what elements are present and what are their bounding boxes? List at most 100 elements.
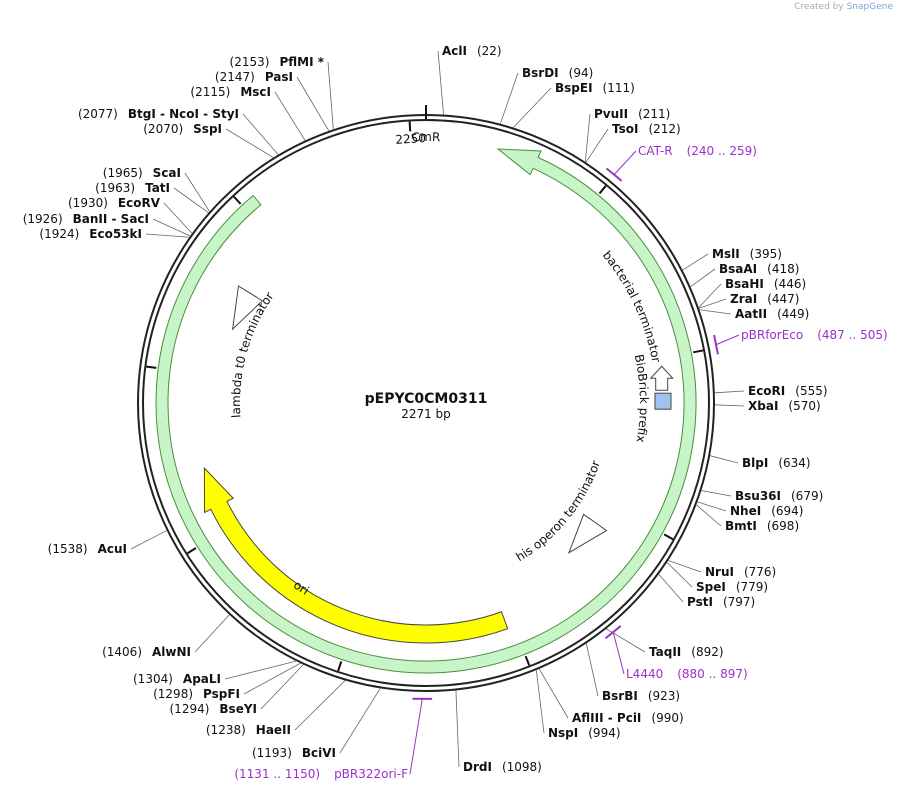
site-spei[interactable]: SpeI(779) [666, 562, 768, 594]
site-acli[interactable]: AclI(22) [437, 44, 502, 115]
tick-mark [233, 195, 242, 205]
site-leader [194, 614, 230, 653]
site-position: (994) [588, 726, 620, 740]
site-name: BtgI - NcoI - StyI [128, 107, 239, 121]
site-label: (1406)AlwNI [102, 645, 191, 659]
primer-range: (240 .. 259) [687, 144, 757, 158]
site-pasi[interactable]: (2147)PasI [215, 70, 330, 132]
site-name: XbaI [748, 399, 778, 413]
site-tati[interactable]: (1963)TatI [95, 181, 209, 214]
feature-label: CmR [411, 130, 440, 144]
site-apali[interactable]: (1304)ApaLI [133, 660, 297, 686]
primer-label[interactable]: pBRforEco(487 .. 505) [741, 328, 888, 342]
watermark-brand: SnapGene [846, 2, 893, 12]
restriction-sites: AclI(22) BsrDI(94)BspEI(111)PvuII(211)Tso… [23, 44, 828, 774]
site-haeii[interactable]: (1238)HaeII [206, 680, 346, 737]
primer-label[interactable]: (1131 .. 1150)pBR322ori-F [234, 767, 408, 781]
site-name: PflMI * [279, 55, 324, 69]
site-label: (1963)TatI [95, 181, 170, 195]
site-name: EcoRV [118, 196, 161, 210]
site-label: BsaAI(418) [719, 262, 799, 276]
site-position: (212) [648, 122, 680, 136]
site-label: MslI(395) [712, 247, 782, 261]
site-pspfi[interactable]: (1298)PspFI [153, 662, 301, 701]
site-xbai[interactable]: XbaI(570) [714, 399, 821, 413]
site-name: SpeI [696, 580, 726, 594]
site-drdi[interactable]: DrdI(1098) [455, 690, 542, 774]
site-label: PstI(797) [687, 595, 755, 609]
site-name: ScaI [153, 166, 181, 180]
site-msli[interactable]: MslI(395) [682, 247, 782, 271]
feature-arrow-ori[interactable] [203, 466, 509, 644]
site-position: (211) [638, 107, 670, 121]
site-position: (1298) [153, 687, 193, 701]
site-leader [682, 253, 709, 271]
site-banii-saci[interactable]: (1926)BanII - SacI [23, 212, 191, 237]
site-aatii[interactable]: AatII(449) [699, 307, 810, 321]
site-blpi[interactable]: BlpI(634) [710, 455, 811, 470]
site-bseyi[interactable]: (1294)BseYI [170, 664, 304, 716]
feature-arrow-cmr[interactable] [155, 148, 697, 674]
site-scai[interactable]: (1965)ScaI [103, 166, 210, 212]
feature-arrow-lambda-t0-terminator[interactable] [231, 285, 264, 331]
site-position: (449) [777, 307, 809, 321]
site-ecori[interactable]: EcoRI(555) [714, 384, 828, 398]
site-eco53ki[interactable]: (1924)Eco53kI [39, 227, 190, 241]
tick-mark [408, 121, 412, 132]
site-bcivi[interactable]: (1193)BciVI [252, 688, 381, 760]
site-label: (1930)EcoRV [68, 196, 161, 210]
feature-arrow-his-operon-terminator[interactable] [567, 513, 608, 554]
site-psti[interactable]: PstI(797) [658, 573, 755, 609]
site-position: (94) [569, 66, 594, 80]
site-bsahi[interactable]: BsaHI(446) [698, 277, 806, 308]
site-position: (1294) [170, 702, 210, 716]
primer-label[interactable]: L4440(880 .. 897) [626, 667, 748, 681]
site-name: BciVI [302, 746, 336, 760]
site-nspi[interactable]: NspI(994) [535, 670, 621, 740]
site-bsu36i[interactable]: Bsu36I(679) [701, 489, 823, 503]
feature-box-biobrick-prefix[interactable] [654, 392, 672, 410]
site-position: (776) [744, 565, 776, 579]
site-position: (797) [723, 595, 755, 609]
site-afliii-pcii[interactable]: AflIII - PciI(990) [538, 668, 684, 725]
site-label: NspI(994) [548, 726, 621, 740]
site-bspei[interactable]: BspEI(111) [513, 81, 635, 128]
site-label: (1926)BanII - SacI [23, 212, 149, 226]
site-label: (1193)BciVI [252, 746, 336, 760]
site-nrui[interactable]: NruI(776) [668, 560, 776, 579]
site-tsoi[interactable]: TsoI(212) [585, 122, 681, 163]
site-position: (1238) [206, 723, 246, 737]
site-label: (1965)ScaI [103, 166, 181, 180]
feature-arrow-bacterial-terminator[interactable] [649, 365, 674, 391]
site-zrai[interactable]: ZraI(447) [698, 292, 799, 309]
site-leader [585, 643, 599, 697]
site-label: ZraI(447) [730, 292, 799, 306]
site-btgi-ncoi-styi[interactable]: (2077)BtgI - NcoI - StyI [78, 107, 279, 155]
site-ecorv[interactable]: (1930)EcoRV [68, 196, 193, 234]
site-position: (418) [767, 262, 799, 276]
site-alwni[interactable]: (1406)AlwNI [102, 614, 230, 659]
site-bmti[interactable]: BmtI(698) [696, 504, 799, 533]
site-label: EcoRI(555) [748, 384, 828, 398]
site-pvuii[interactable]: PvuII(211) [584, 107, 670, 162]
site-taqii[interactable]: TaqII(892) [606, 628, 724, 659]
site-label: AclI(22) [442, 44, 502, 58]
site-leader [666, 562, 693, 588]
primer-mark [605, 167, 623, 182]
site-msci[interactable]: (2115)MscI [190, 85, 306, 141]
site-sspi[interactable]: (2070)SspI [143, 122, 274, 158]
site-bsrbi[interactable]: BsrBI(923) [585, 643, 680, 703]
site-nhei[interactable]: NheI(694) [697, 501, 804, 518]
site-position: (990) [651, 711, 683, 725]
site-leader [184, 172, 210, 212]
site-bsrdi[interactable]: BsrDI(94) [499, 66, 594, 124]
site-leader [668, 560, 702, 573]
site-label: TsoI(212) [612, 122, 681, 136]
site-leader [499, 72, 519, 124]
site-bsaai[interactable]: BsaAI(418) [690, 262, 800, 287]
primer-label[interactable]: CAT-R(240 .. 259) [638, 144, 757, 158]
site-pflmi-[interactable]: (2153)PflMI * [230, 55, 334, 130]
site-leader [714, 390, 745, 394]
site-name: TaqII [649, 645, 681, 659]
site-acui[interactable]: (1538)AcuI [48, 530, 167, 556]
